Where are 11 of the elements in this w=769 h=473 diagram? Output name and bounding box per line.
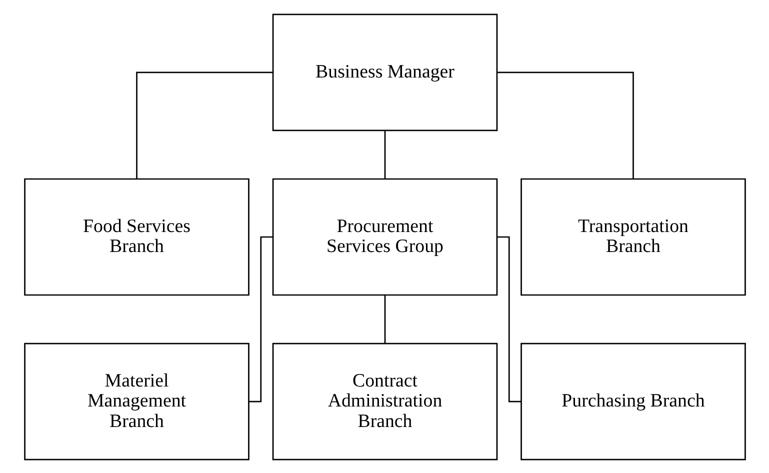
connector	[384, 130, 386, 178]
node-box: Materiel Management Branch	[24, 342, 249, 460]
node-box: Procurement Services Group	[272, 178, 498, 296]
node-box: Food Services Branch	[24, 178, 249, 296]
connector	[496, 71, 634, 178]
node-box: Contract Administration Branch	[272, 342, 498, 460]
node-box: Business Manager	[272, 13, 498, 131]
connector	[136, 71, 272, 178]
connector	[384, 294, 386, 344]
node-box: Purchasing Branch	[520, 342, 746, 460]
node-box: Transportation Branch	[520, 178, 746, 296]
